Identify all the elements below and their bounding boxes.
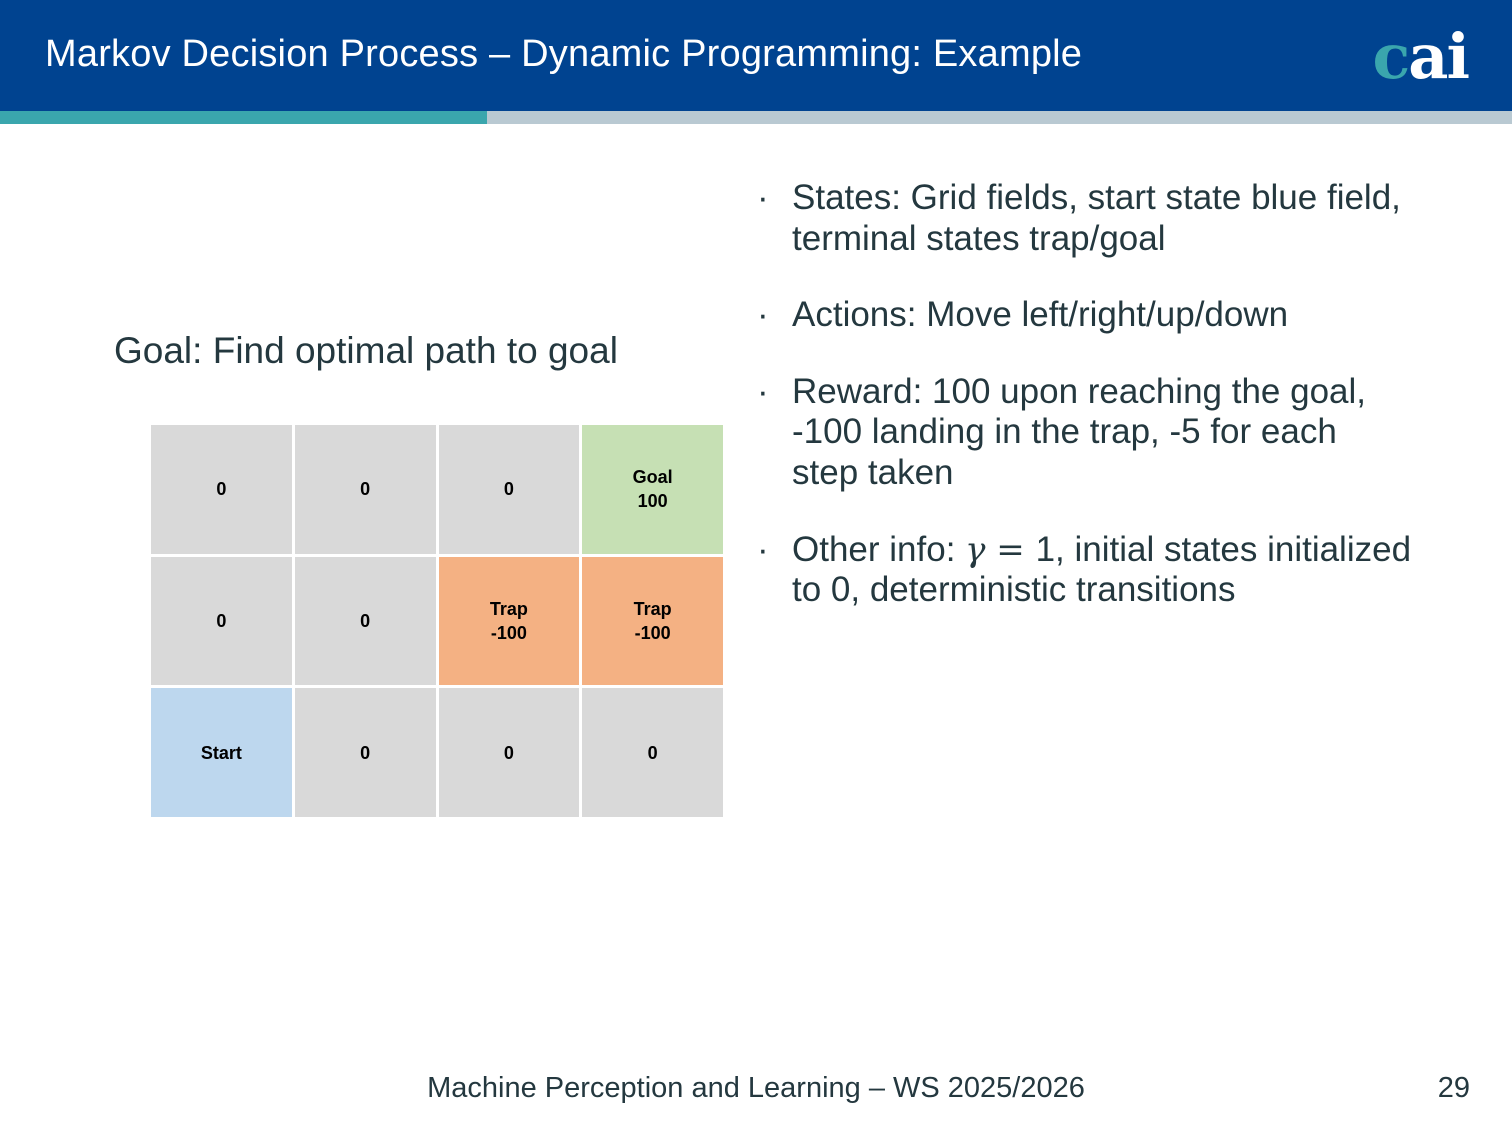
bullet-reward: · Reward: 100 upon reaching the goal, -1… bbox=[752, 372, 1412, 494]
grid-cell-r1c0: 0 bbox=[151, 556, 292, 686]
bullet-marker-icon: · bbox=[757, 178, 769, 217]
logo-letter-c: c bbox=[1372, 20, 1411, 93]
cell-line-1: Trap bbox=[633, 598, 672, 619]
cell-line-2: 100 bbox=[637, 491, 668, 512]
grid-cell-goal: Goal 100 bbox=[582, 425, 723, 554]
bullet-marker-icon: · bbox=[757, 371, 769, 411]
logo-letters-ai: ai bbox=[1408, 20, 1470, 93]
gamma-symbol: γ = bbox=[965, 529, 1036, 570]
bullet-marker-icon: · bbox=[757, 295, 769, 335]
cell-line-1: 0 bbox=[503, 479, 514, 500]
bullet-states-text: States: Grid fields, start state blue fi… bbox=[792, 178, 1401, 258]
cell-line-1: Trap bbox=[489, 598, 528, 619]
header-bar bbox=[0, 0, 1512, 111]
other-info-suffix: 1, initial states initialized to 0, dete… bbox=[792, 529, 1412, 610]
bullet-other-info-text: Other info: γ = 1, initial states initia… bbox=[792, 530, 1412, 611]
grid-cell-r2c1: 0 bbox=[294, 688, 436, 817]
grid-cell-r1c1: 0 bbox=[294, 556, 436, 686]
bullet-actions-text: Actions: Move left/right/up/down bbox=[792, 295, 1289, 335]
grid-cell-r0c0: 0 bbox=[151, 425, 292, 554]
cell-line-2: -100 bbox=[490, 622, 527, 643]
bullet-other-info: · Other info: γ = 1, initial states init… bbox=[752, 530, 1412, 611]
cell-line-1: Goal bbox=[632, 467, 673, 488]
grid-cell-start: Start bbox=[151, 688, 292, 817]
grid-cell-r2c3: 0 bbox=[582, 688, 723, 817]
other-info-prefix: Other info: bbox=[792, 529, 966, 569]
grid-cell-trap-1: Trap -100 bbox=[438, 556, 580, 686]
page-title: Markov Decision Process – Dynamic Progra… bbox=[45, 33, 1083, 75]
bullet-states: · States: Grid fields, start state blue … bbox=[752, 178, 1412, 259]
cell-line-1: Start bbox=[200, 742, 242, 763]
cell-line-1: 0 bbox=[360, 479, 371, 500]
bullet-marker-icon: · bbox=[757, 529, 769, 569]
accent-bar-gray bbox=[487, 111, 1512, 124]
gridworld-grid: 0 0 0 Goal 100 0 0 Trap -100 Trap -100 Star… bbox=[151, 425, 723, 817]
bullet-actions: · Actions: Move left/right/up/down bbox=[752, 295, 1412, 336]
goal-heading: Goal: Find optimal path to goal bbox=[114, 330, 618, 371]
cell-line-1: 0 bbox=[360, 610, 371, 631]
cell-line-1: 0 bbox=[216, 479, 227, 500]
cell-line-2: -100 bbox=[634, 622, 671, 643]
accent-bar-teal bbox=[0, 111, 487, 124]
cell-line-1: 0 bbox=[503, 742, 514, 763]
footer-page-number: 29 bbox=[1437, 1072, 1470, 1104]
grid-cell-r0c1: 0 bbox=[294, 425, 436, 554]
bullet-reward-text: Reward: 100 upon reaching the goal, -100… bbox=[792, 371, 1367, 492]
grid-cell-r2c2: 0 bbox=[438, 688, 580, 817]
cai-logo: cai bbox=[1373, 26, 1470, 88]
cell-line-1: 0 bbox=[216, 610, 227, 631]
bullet-list: · States: Grid fields, start state blue … bbox=[752, 178, 1412, 611]
cell-line-1: 0 bbox=[647, 742, 658, 763]
cell-line-1: 0 bbox=[360, 742, 371, 763]
grid-cell-trap-2: Trap -100 bbox=[582, 556, 723, 686]
grid-cell-r0c2: 0 bbox=[438, 425, 580, 554]
footer-course: Machine Perception and Learning – WS 202… bbox=[427, 1072, 1085, 1104]
